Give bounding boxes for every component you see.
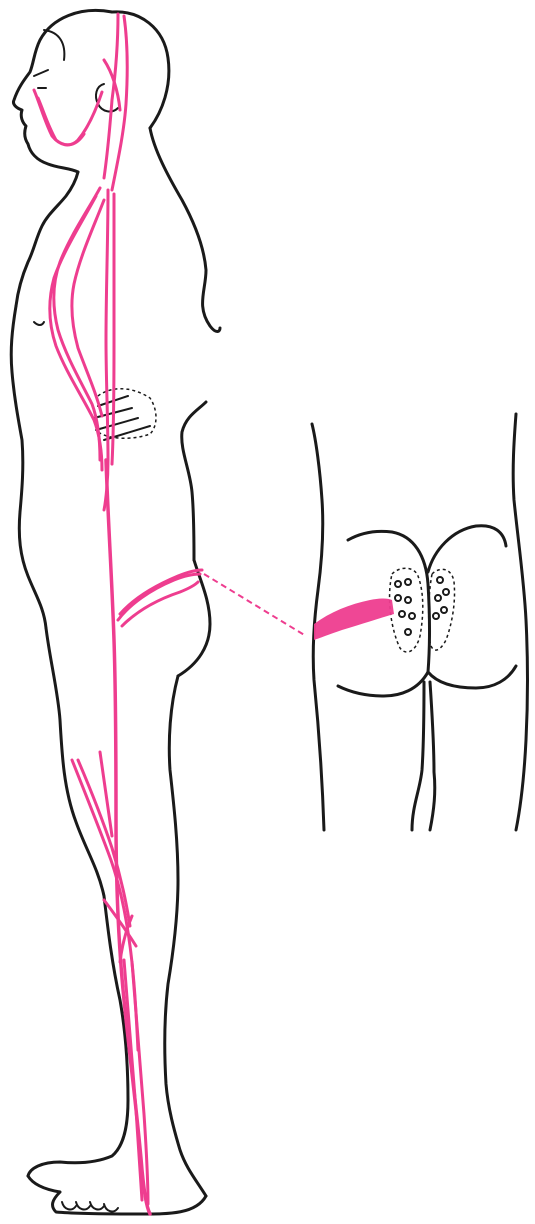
right-buttock (428, 526, 506, 572)
toe (62, 1202, 76, 1209)
acupoint-dot (409, 613, 415, 619)
meridian-hip-band (118, 574, 200, 620)
hand-lines (94, 396, 150, 440)
acupoint-dot (435, 595, 441, 601)
toe (90, 1202, 104, 1209)
nipple (34, 322, 44, 325)
acupoint-dot (395, 595, 401, 601)
meridian-lines (34, 14, 306, 1214)
acupoint-dot (395, 581, 401, 587)
eye (34, 70, 48, 88)
meridian-connector-dashed (204, 574, 306, 636)
acupoint-dot (405, 597, 411, 603)
toe (104, 1204, 118, 1211)
acupoint-dot (405, 629, 411, 635)
toes (62, 1202, 118, 1211)
back-view-figure (312, 414, 528, 830)
front-torso (11, 306, 46, 628)
front-neck (16, 172, 78, 306)
meridian-head-1 (104, 14, 118, 178)
arm-back (182, 402, 206, 560)
acupoint-dots-left (395, 579, 415, 635)
eyebrow (44, 30, 64, 60)
acupoint-dot (441, 607, 447, 613)
back-outline (150, 128, 220, 332)
acupoint-dot (405, 579, 411, 585)
acupoint-dot (433, 613, 439, 619)
inner-leg-left (412, 682, 424, 830)
acupoint-dots-right (433, 577, 449, 619)
meridian-back-view-band (314, 599, 394, 641)
side-view-figure (11, 10, 220, 1214)
inner-leg-right (430, 682, 435, 830)
meridian-trunk-back-2 (112, 194, 114, 464)
acupoint-dot (443, 589, 449, 595)
front-leg (28, 628, 128, 1176)
right-buttock-lower (428, 666, 516, 688)
toe (76, 1202, 90, 1209)
back-leg (165, 676, 206, 1196)
acupoint-dot (399, 611, 405, 617)
back-view-right-side (513, 414, 527, 830)
acupoint-dot (437, 577, 443, 583)
